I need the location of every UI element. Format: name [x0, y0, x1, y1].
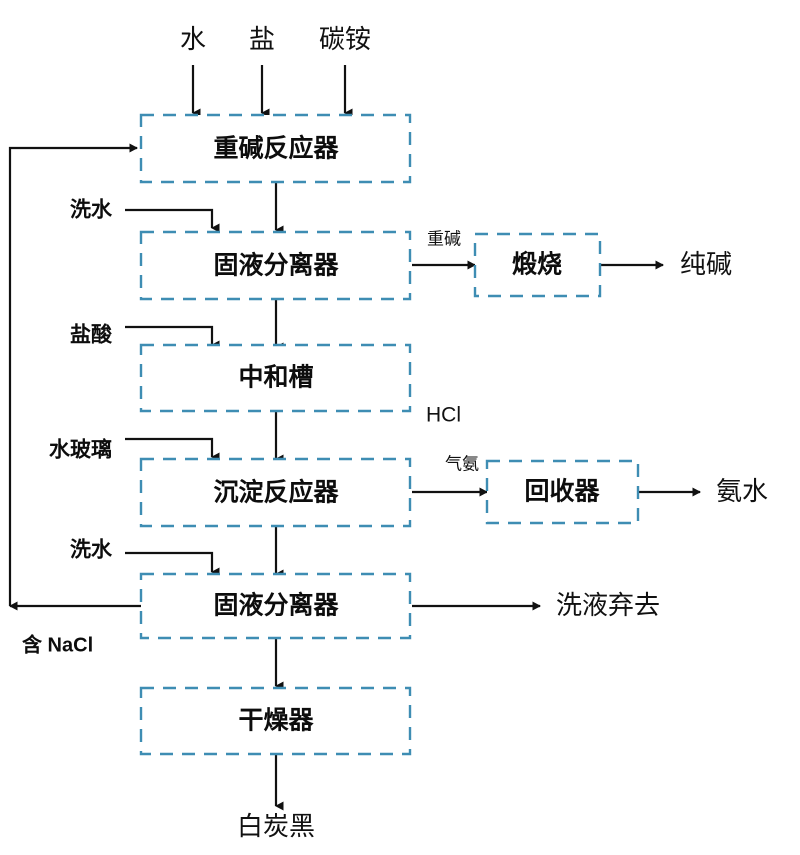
unit-label-calciner: 煅烧: [512, 250, 562, 279]
unit-box-calciner[interactable]: [473, 232, 602, 298]
unit-precipitator[interactable]: 沉淀反应器: [139, 457, 412, 528]
unit-box-recovery[interactable]: [485, 459, 640, 525]
unit-box-separator2[interactable]: [139, 572, 412, 640]
unit-separator2[interactable]: 固液分离器: [139, 572, 412, 640]
stream-label-hcl: HCl: [426, 404, 461, 427]
unit-calciner[interactable]: 煅烧: [473, 232, 602, 298]
unit-label-separator2: 固液分离器: [213, 591, 339, 620]
unit-label-dryer: 干燥器: [238, 707, 314, 735]
unit-label-separator1: 固液分离器: [213, 251, 339, 280]
arrow-wash-water-1-to-separator1: [125, 208, 220, 233]
arrow-recycle-to-reactor: [8, 143, 139, 606]
nacl-recycle-loop: [8, 143, 141, 611]
arrow-water-glass-to-precipitator: [125, 437, 220, 462]
stream-label-bicarbonate: 重碱: [427, 229, 461, 248]
unit-label-neutralizer: 中和槽: [238, 363, 313, 392]
feed-label-salt: 盐: [249, 24, 275, 54]
stream-label-nacl-recycle: 含 NaCl: [22, 632, 93, 656]
output-label-waste-liquor: 洗液弃去: [556, 590, 660, 620]
unit-dryer[interactable]: 干燥器: [139, 686, 412, 756]
unit-box-dryer[interactable]: [139, 686, 412, 756]
feed-label-wash-water-2: 洗水: [70, 539, 113, 562]
top-feed-arrows: [191, 65, 353, 118]
side-feed-connectors: [125, 208, 220, 577]
unit-label-reactor: 重碱反应器: [213, 134, 339, 163]
feed-label-water-glass: 水玻璃: [49, 438, 112, 462]
unit-label-precipitator: 沉淀反应器: [213, 478, 339, 507]
arrow-hydrochloric-to-neutralizer: [125, 325, 220, 350]
unit-box-precipitator[interactable]: [139, 457, 412, 528]
unit-recovery[interactable]: 回收器: [485, 459, 640, 525]
unit-separator1[interactable]: 固液分离器: [139, 230, 412, 301]
feed-label-wash-water-1: 洗水: [70, 199, 113, 222]
feed-label-hydrochloric: 盐酸: [70, 323, 113, 347]
feed-label-water: 水: [180, 24, 206, 54]
arrow-wash-water-2-to-separator2: [125, 551, 220, 577]
output-label-ammonia-water: 氨水: [716, 476, 768, 506]
output-label-soda-ash: 纯碱: [680, 249, 732, 279]
unit-label-recovery: 回收器: [524, 478, 600, 506]
output-label-white-carbon: 白炭黑: [237, 811, 315, 841]
unit-reactor[interactable]: 重碱反应器: [139, 113, 412, 184]
unit-box-separator1[interactable]: [139, 230, 412, 301]
feed-label-tanan: 碳铵: [319, 24, 371, 54]
unit-box-reactor[interactable]: [139, 113, 412, 184]
unit-box-neutralizer[interactable]: [139, 343, 412, 413]
stream-label-ammonia-gas: 气氨: [445, 454, 479, 473]
unit-neutralizer[interactable]: 中和槽: [139, 343, 412, 413]
